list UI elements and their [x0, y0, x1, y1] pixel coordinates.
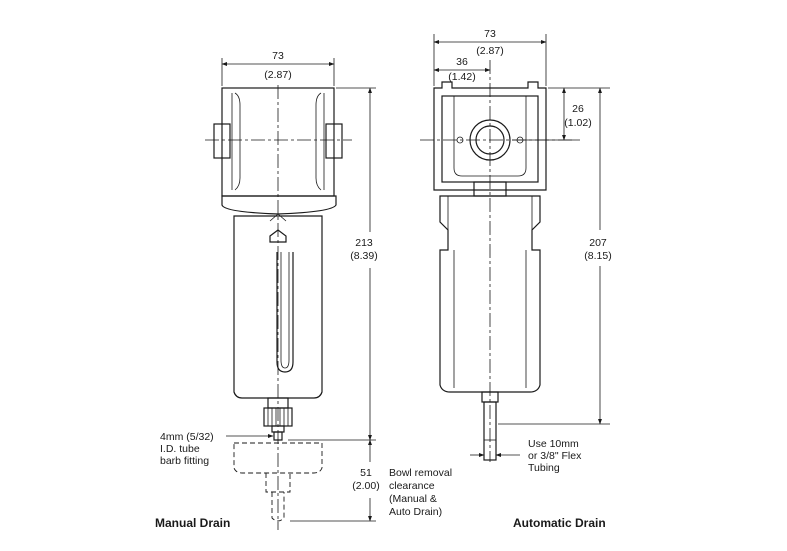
right-width-dimension: 73 (2.87) [433, 28, 547, 86]
clearance-note-line-1: Bowl removal [389, 467, 452, 479]
barb-fitting-note: 4mm (5/32) I.D. tube barb fitting [160, 431, 274, 467]
tubing-note-line-3: Tubing [528, 462, 560, 474]
automatic-drain-view: 73 (2.87) 36 (1.42) 26 (1.02) 207 (8.15) [420, 28, 612, 530]
left-width-dimension: 73 (2.87) [221, 50, 335, 86]
left-height-in: (8.39) [350, 250, 377, 262]
left-height-mm: 213 [355, 237, 373, 249]
clearance-note-line-4: Auto Drain) [389, 506, 442, 518]
tubing-note-line-2: or 3/8" Flex [528, 450, 582, 462]
right-width-in: (2.87) [476, 45, 503, 57]
tubing-note-line-1: Use 10mm [528, 438, 579, 450]
manual-drain-caption: Manual Drain [155, 516, 230, 530]
right-height-mm: 207 [589, 237, 607, 249]
right-half-dimension: 36 (1.42) [433, 56, 491, 83]
right-port-in: (1.02) [564, 117, 591, 129]
flex-tubing-note: Use 10mm or 3/8" Flex Tubing [470, 438, 582, 474]
right-port-mm: 26 [572, 103, 584, 115]
right-port-dimension: 26 (1.02) [512, 87, 610, 141]
left-manual-drain [263, 397, 293, 441]
right-half-mm: 36 [456, 56, 468, 68]
left-width-mm: 73 [272, 50, 284, 62]
right-half-in: (1.42) [448, 71, 475, 83]
left-clearance-dimension: 51 (2.00) [290, 439, 380, 522]
clearance-note-line-3: (Manual & [389, 493, 437, 505]
left-filter-bowl [233, 213, 323, 399]
left-height-dimension: 213 (8.39) [288, 87, 378, 441]
clearance-note-line-2: clearance [389, 480, 435, 492]
right-filter-head [433, 81, 547, 197]
left-width-in: (2.87) [264, 69, 291, 81]
barb-note-line-3: barb fitting [160, 455, 209, 467]
manual-drain-view: 73 (2.87) 213 (8.39) 51 (2.00) 4mm (5/32… [155, 50, 452, 530]
right-filter-bowl [439, 195, 541, 393]
automatic-drain-caption: Automatic Drain [513, 516, 606, 530]
bowl-clearance-note: Bowl removal clearance (Manual & Auto Dr… [389, 467, 452, 518]
barb-note-line-2: I.D. tube [160, 443, 200, 455]
left-bowl-clearance-outline [233, 442, 323, 522]
right-height-dimension: 207 (8.15) [498, 87, 612, 425]
right-width-mm: 73 [484, 28, 496, 40]
left-clearance-mm: 51 [360, 467, 372, 479]
right-auto-drain-outlet [481, 391, 499, 461]
left-clearance-in: (2.00) [352, 480, 379, 492]
right-height-in: (8.15) [584, 250, 611, 262]
barb-note-line-1: 4mm (5/32) [160, 431, 214, 443]
